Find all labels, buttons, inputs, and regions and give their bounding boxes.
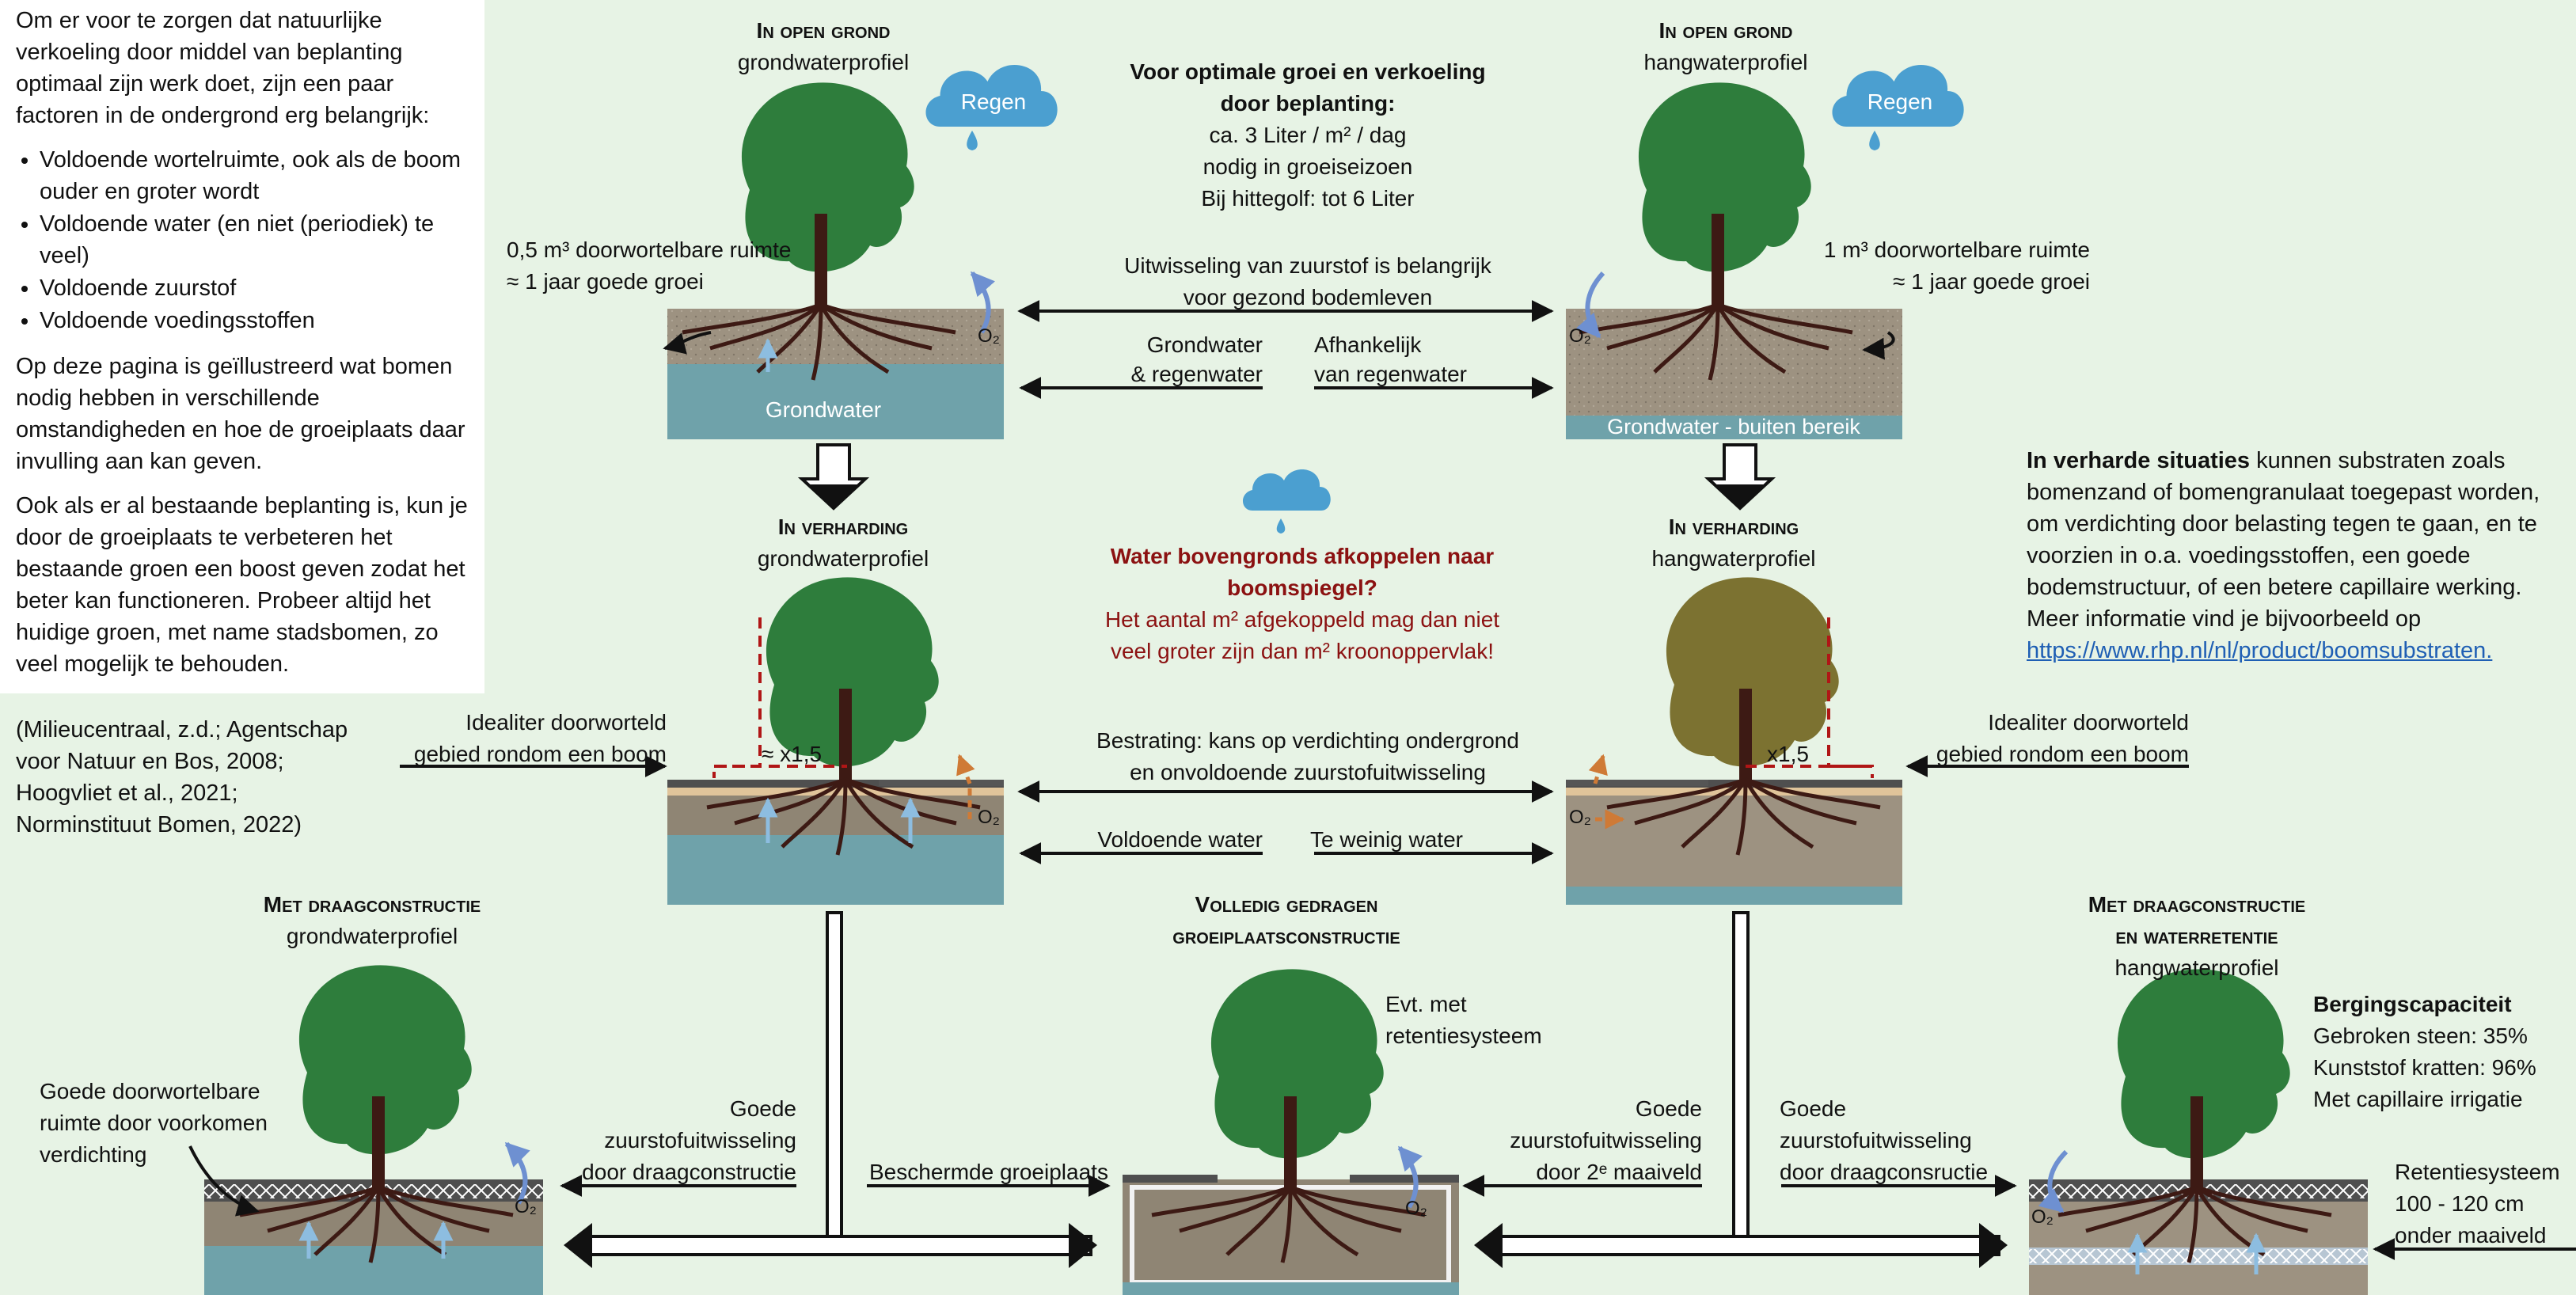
water-left-2: & regenwater [1130, 362, 1263, 386]
factor-item: Voldoende wortelruimte, ook als de boom … [40, 144, 479, 207]
intro-paragraph-1: Om er voor te zorgen dat natuurlijke ver… [16, 8, 430, 128]
oxygen-label: O₂ [1405, 1198, 1427, 1219]
title-full-1: Volledig gedragen [1195, 892, 1378, 917]
ideal-gw-1: Idealiter doorworteld [465, 710, 667, 735]
oxygen-arrow-icon [504, 271, 2069, 1213]
title-bear-ret-2: en waterretentie [2115, 924, 2278, 948]
bear-gw-exchange-2: zuurstofuitwisseling [604, 1128, 796, 1153]
bear-gw-note-1: Goede doorwortelbare [40, 1079, 260, 1103]
ideal-hw-1: Idealiter doorworteld [1988, 710, 2189, 735]
full-exchange-3: door 2ᵉ maaiveld [1536, 1160, 1702, 1184]
title-paved-hw: In verharding [1669, 515, 1799, 539]
optimal-line-1: Voor optimale groei en verkoeling [1130, 59, 1485, 84]
warning-line-3: Het aantal m² afgekoppeld mag dan niet [1105, 607, 1499, 632]
warning-line-1: Water bovengronds afkoppelen naar [1111, 544, 1494, 568]
oxygen-label: O₂ [1569, 325, 1591, 347]
bear-gw-note-3: verdichting [40, 1142, 146, 1167]
water-label-hw: Grondwater - buiten bereik [1607, 415, 1860, 439]
ret-exchange-2: zuurstofuitwisseling [1780, 1128, 1972, 1153]
ideal-hw-2: gebied rondom een boom [1936, 742, 2189, 766]
retention-line-1: Retentiesysteem [2395, 1160, 2560, 1184]
ideal-gw-2: gebied rondom een boom [414, 742, 667, 766]
double-arrow-icon [588, 911, 2000, 1256]
retention-line-3: onder maaiveld [2395, 1223, 2546, 1248]
capacity-line-3: Met capillaire irrigatie [2313, 1087, 2523, 1111]
optimal-line-2: door beplanting: [1221, 91, 1396, 116]
water-label-gw: Grondwater [766, 397, 881, 422]
ret-exchange-1: Goede [1780, 1096, 1846, 1121]
subtitle-paved-hw: hangwaterprofiel [1651, 546, 1815, 571]
paving-note-2: en onvoldoende zuurstofuitwisseling [1130, 760, 1486, 784]
factor-item: Voldoende zuurstof [40, 272, 479, 304]
water-left-1: Grondwater [1147, 332, 1263, 357]
factor-hw: x1,5 [1767, 742, 1809, 766]
intro-paragraph-2: Op deze pagina is geïllustreerd wat bome… [16, 354, 465, 474]
little-water: Te weinig water [1310, 827, 1463, 852]
full-option-1: Evt. met [1385, 992, 1467, 1016]
capacity-line-2: Kunststof kratten: 96% [2313, 1055, 2536, 1080]
substrate-link[interactable]: https://www.rhp.nl/nl/product/boomsubstr… [2027, 638, 2493, 663]
subtitle-open-hw: hangwaterprofiel [1643, 50, 1807, 74]
title-open-hw: In open grond [1659, 18, 1793, 43]
protected-label: Beschermde groeiplaats [869, 1160, 1108, 1184]
bear-gw-note-2: ruimte door voorkomen [40, 1111, 268, 1135]
title-paved-gw: In verharding [778, 515, 908, 539]
rain-label: Regen [1867, 89, 1933, 114]
capacity-line-1: Gebroken steen: 35% [2313, 1023, 2528, 1048]
water-right-1: Afhankelijk [1314, 332, 1422, 357]
full-option-2: retentiesysteem [1385, 1023, 1542, 1048]
warning-line-2: boomspiegel? [1227, 575, 1377, 600]
substrate-note: In verharde situaties kunnen substraten … [2027, 445, 2549, 666]
title-full-2: groeiplaatsconstructie [1172, 924, 1400, 948]
oxygen-label: O₂ [515, 1196, 537, 1217]
optimal-line-4: nodig in groeiseizoen [1203, 154, 1413, 179]
full-exchange-2: zuurstofuitwisseling [1510, 1128, 1702, 1153]
substrate-note-text: kunnen substraten zoals bomenzand of bom… [2027, 448, 2540, 632]
optimal-line-3: ca. 3 Liter / m² / dag [1210, 123, 1407, 147]
rain-label: Regen [961, 89, 1027, 114]
factor-item: Voldoende voedingsstoffen [40, 305, 479, 336]
subtitle-open-gw: grondwaterprofiel [738, 50, 909, 74]
title-bear-ret-1: Met draagconstructie [2088, 892, 2305, 917]
space-note-gw-1: 0,5 m³ doorwortelbare ruimte [507, 237, 791, 262]
space-note-gw-2: ≈ 1 jaar goede groei [507, 269, 704, 294]
capacity-title: Bergingscapaciteit [2313, 992, 2512, 1016]
oxygen-note-1: Uitwisseling van zuurstof is belangrijk [1124, 253, 1492, 278]
space-note-hw-1: 1 m³ doorwortelbare ruimte [1824, 237, 2090, 262]
intro-panel: Om er voor te zorgen dat natuurlijke ver… [16, 5, 479, 693]
water-right-2: van regenwater [1314, 362, 1467, 386]
oxygen-label: O₂ [978, 807, 1000, 828]
warning-line-4: veel groter zijn dan m² kroonoppervlak! [1111, 639, 1494, 663]
oxygen-label: O₂ [1569, 807, 1591, 828]
oxygen-label: O₂ [2031, 1206, 2054, 1228]
subtitle-paved-gw: grondwaterprofiel [758, 546, 929, 571]
title-open-gw: In open grond [757, 18, 891, 43]
subtitle-bear-gw: grondwaterprofiel [287, 924, 458, 948]
bear-gw-exchange-1: Goede [730, 1096, 796, 1121]
subtitle-bear-ret: hangwaterprofiel [2114, 955, 2278, 980]
intro-paragraph-3: Ook als er al bestaande beplanting is, k… [16, 493, 468, 677]
oxygen-label: O₂ [978, 325, 1000, 347]
title-bear-gw: Met draagconstructie [264, 892, 481, 917]
factor-item: Voldoende water (en niet (periodiek) te … [40, 208, 479, 272]
oxygen-note-2: voor gezond bodemleven [1184, 285, 1432, 310]
space-note-hw-2: ≈ 1 jaar goede groei [1893, 269, 2090, 294]
factor-gw: ≈ x1,5 [762, 742, 822, 766]
substrate-note-bold: In verharde situaties [2027, 448, 2251, 473]
references: (Milieucentraal, z.d.; Agentschap voor N… [16, 717, 348, 837]
paving-note-1: Bestrating: kans op verdichting ondergro… [1096, 728, 1519, 753]
ret-exchange-3: door draagconsructie [1780, 1160, 1988, 1184]
full-exchange-1: Goede [1636, 1096, 1702, 1121]
enough-water: Voldoende water [1097, 827, 1263, 852]
factor-list: Voldoende wortelruimte, ook als de boom … [16, 144, 479, 336]
retention-line-2: 100 - 120 cm [2395, 1191, 2524, 1216]
optimal-line-5: Bij hittegolf: tot 6 Liter [1201, 186, 1414, 211]
bear-gw-exchange-3: door draagconstructie [582, 1160, 796, 1184]
